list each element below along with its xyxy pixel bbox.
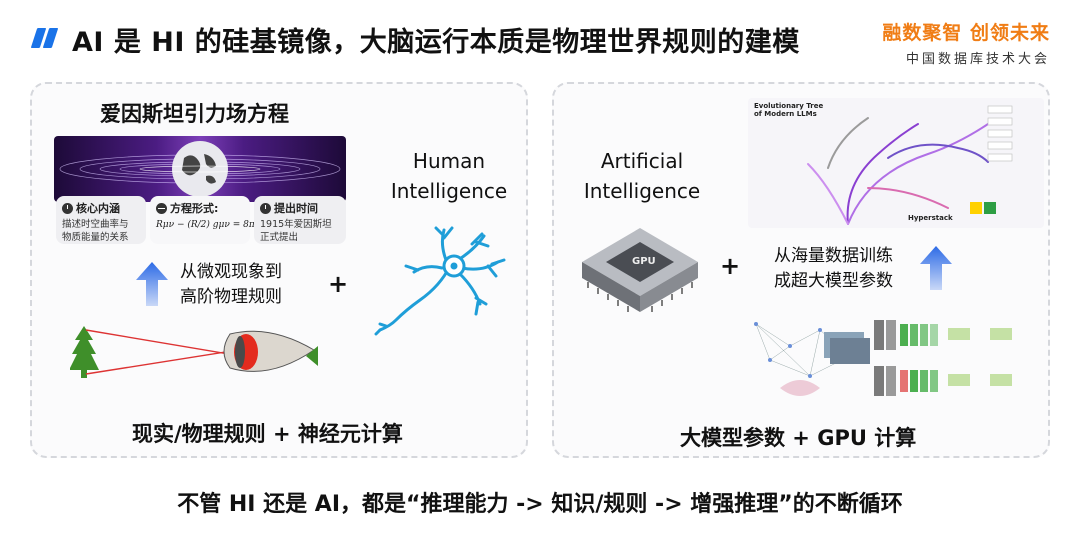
arrow-text-line: 成超大模型参数: [774, 271, 893, 291]
up-arrow-icon: [920, 246, 952, 290]
card-text: 正式提出: [260, 232, 299, 243]
massive-data-training-text: 从海量数据训练 成超大模型参数: [774, 244, 893, 294]
core-meaning-card: 核心内涵 描述时空曲率与物质能量的关系: [56, 196, 146, 244]
up-arrow-icon: [136, 262, 168, 306]
left-panel-caption: 现实/物理规则 + 神经元计算: [132, 422, 403, 446]
hyperstack-logo: Hyperstack: [908, 214, 953, 222]
card-title: 方程形式:: [170, 202, 219, 215]
tree-title-line: Evolutionary Tree: [754, 102, 824, 110]
proposal-time-card: 提出时间 1915年爱因斯坦正式提出: [254, 196, 346, 244]
card-text: 描述时空曲率与: [62, 219, 129, 230]
brand-slogan: 融数聚智 创领未来: [882, 22, 1050, 44]
conclusion-text: 不管 HI 还是 AI，都是“推理能力 -> 知识/规则 -> 增强推理”的不断…: [177, 492, 903, 517]
arrow-text-line: 从微观现象到: [180, 262, 282, 282]
label-line: Artificial: [600, 149, 684, 173]
right-panel-caption: 大模型参数 + GPU 计算: [680, 426, 917, 450]
card-text: 1915年爱因斯坦: [260, 219, 332, 230]
artificial-intelligence-panel: Artificial Intelligence Evolutionary Tre…: [552, 82, 1050, 458]
arrow-text-line: 从海量数据训练: [774, 246, 893, 266]
equation-form-card: 方程形式: Rμν − (R/2) gμν = 8πG₀Tμν: [150, 196, 283, 244]
plus-sign: +: [720, 252, 741, 280]
spacetime-globe-image: [54, 136, 346, 202]
field-equation-formula: Rμν − (R/2) gμν = 8πG₀Tμν: [156, 220, 283, 230]
brand-subtitle: 中国数据库技术大会: [905, 52, 1050, 67]
eye-optics-diagram: [70, 326, 318, 378]
human-intelligence-label: Human Intelligence: [384, 146, 514, 206]
clock-icon: [260, 202, 271, 214]
card-title: 提出时间: [274, 202, 318, 215]
brand-logo: 融数聚智 创领未来 中国数据库技术大会: [882, 18, 1050, 67]
minus-circle-icon: [156, 202, 167, 214]
page-title: AI 是 HI 的硅基镜像，大脑运行本质是物理世界规则的建模: [72, 27, 800, 58]
gpu-label: GPU: [632, 256, 656, 267]
card-title: 核心内涵: [76, 202, 120, 215]
card-text: 物质能量的关系: [62, 232, 129, 243]
neuron-icon: [374, 226, 506, 336]
micro-to-macro-text: 从微观现象到 高阶物理规则: [180, 260, 282, 310]
label-line: Intelligence: [390, 179, 508, 203]
label-line: Human: [412, 149, 486, 173]
neural-network-diagrams: [754, 320, 1012, 396]
plus-sign: +: [328, 270, 349, 298]
arrow-text-line: 高阶物理规则: [180, 287, 282, 307]
gpu-chip-icon: [582, 228, 698, 312]
artificial-intelligence-label: Artificial Intelligence: [572, 146, 712, 206]
tree-title: Evolutionary Tree of Modern LLMs: [754, 102, 823, 118]
title-accent-icon: [30, 28, 59, 48]
clock-icon: [62, 202, 73, 214]
llm-evolution-tree-image: Evolutionary Tree of Modern LLMs Hyperst…: [748, 98, 1044, 228]
equation-heading: 爱因斯坦引力场方程: [100, 102, 289, 126]
tree-title-line: of Modern LLMs: [754, 110, 817, 118]
human-intelligence-panel: 爱因斯坦引力场方程 核心内涵 描述时空曲率与物质能量的关系 方程形式: Rμν …: [30, 82, 528, 458]
label-line: Intelligence: [583, 179, 701, 203]
